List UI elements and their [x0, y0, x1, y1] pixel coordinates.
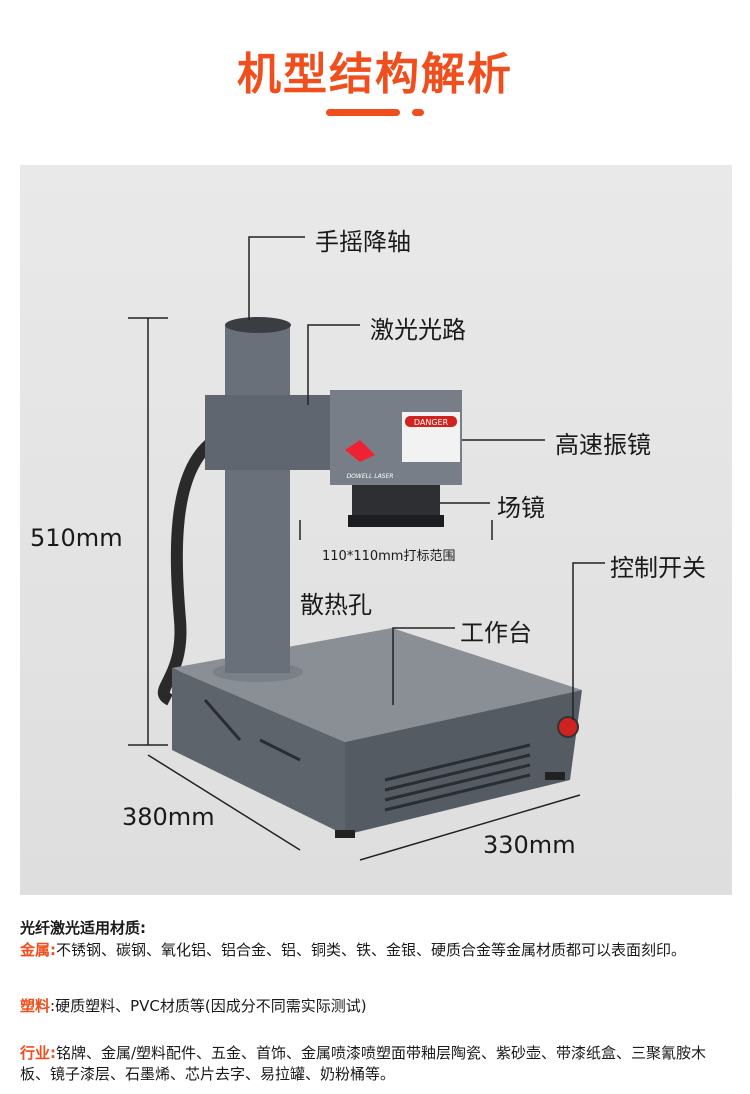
plastic-label: 塑料 — [20, 997, 51, 1015]
metal-label: 金属: — [20, 941, 56, 959]
industry-text: 铭牌、金属/塑料配件、五金、首饰、金属喷漆喷塑面带釉层陶瓷、紫砂壶、带漆纸盒、三… — [20, 1044, 707, 1083]
vent-holes — [203, 699, 531, 812]
label-worktable: 工作台 — [460, 619, 532, 647]
dimension-depth: 380mm — [122, 803, 215, 831]
leader-lines — [248, 236, 605, 720]
machine-illustration: DANGER DOWELL LASER — [128, 236, 605, 861]
page-title: 机型结构解析 — [237, 49, 513, 100]
brand-logo: DOWELL LASER — [347, 473, 394, 480]
materials-heading: 光纤激光适用材质: — [20, 919, 146, 937]
dimension-lines — [128, 317, 581, 861]
label-vents: 散热孔 — [300, 591, 372, 619]
materials-metal: 金属:不锈钢、碳钢、氧化铝、铝合金、铝、铜类、铁、金银、硬质合金等金属材质都可以… — [20, 940, 732, 961]
title-underline — [326, 109, 400, 116]
industry-label: 行业: — [20, 1044, 56, 1062]
danger-text: DANGER — [414, 418, 449, 427]
column — [225, 325, 290, 673]
dimension-width: 330mm — [483, 831, 576, 859]
base-foot — [545, 772, 565, 780]
brand-mark — [345, 440, 375, 462]
label-field-lens: 场镜 — [497, 494, 545, 522]
arm — [205, 395, 330, 470]
label-marking-range: 110*110mm打标范围 — [322, 549, 456, 564]
materials-plastic: 塑料:硬质塑料、PVC材质等(因成分不同需实际测试) — [20, 996, 732, 1017]
dimension-height: 510mm — [30, 524, 123, 552]
title-underline-dot — [412, 109, 424, 116]
fiber-cable — [157, 435, 219, 706]
plastic-text: :硬质塑料、PVC材质等(因成分不同需实际测试) — [50, 997, 367, 1015]
materials-industry: 行业:铭牌、金属/塑料配件、五金、首饰、金属喷漆喷塑面带釉层陶瓷、紫砂壶、带漆纸… — [20, 1043, 732, 1085]
label-galvo: 高速振镜 — [555, 431, 651, 459]
metal-text: 不锈钢、碳钢、氧化铝、铝合金、铝、铜类、铁、金银、硬质合金等金属材质都可以表面刻… — [56, 941, 687, 959]
label-laser-path: 激光光路 — [370, 316, 466, 344]
base-foot — [335, 830, 355, 838]
column-cap — [225, 317, 291, 333]
label-control-switch: 控制开关 — [610, 554, 706, 582]
control-switch — [557, 716, 579, 738]
label-lift-axis: 手摇降轴 — [315, 228, 411, 256]
